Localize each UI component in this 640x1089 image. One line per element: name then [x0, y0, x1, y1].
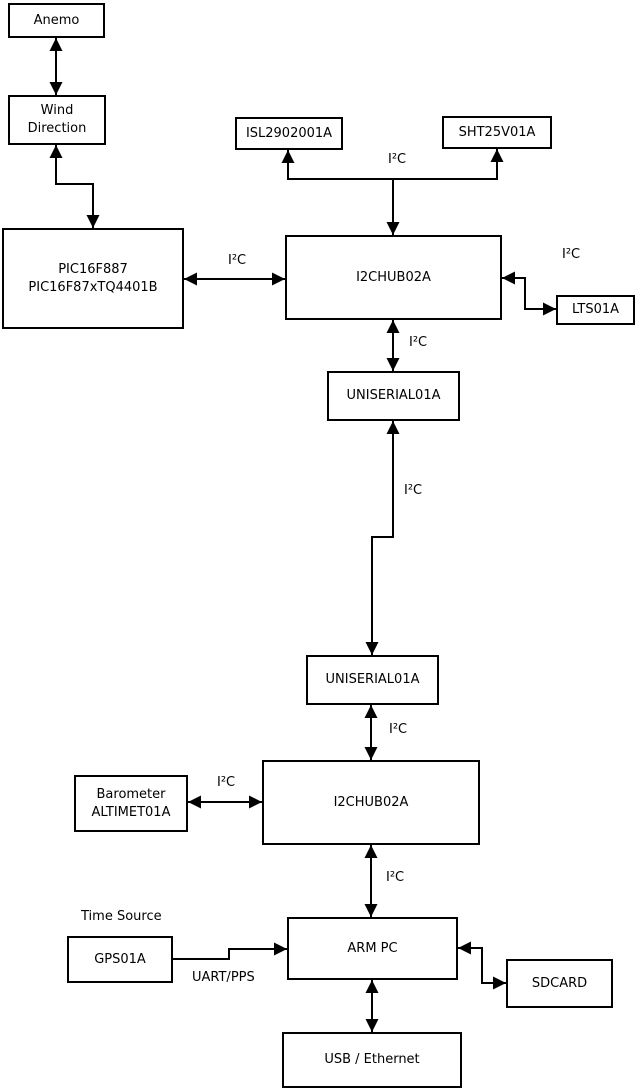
label-i2c-sensor-bus: I²C [388, 152, 407, 167]
node-sdcard-label: SDCARD [531, 975, 588, 991]
label-i2c-uniserial-link: I²C [404, 483, 423, 498]
node-pic-label: PIC16F87xTQ4401B [28, 279, 158, 295]
node-gps01a: GPS01A [67, 936, 173, 983]
node-sdcard: SDCARD [506, 959, 613, 1008]
node-lts01a-label: LTS01A [571, 302, 620, 317]
node-i2chub-2-label: I2CHUB02A [333, 794, 409, 810]
node-isl2902001a: ISL2902001A [235, 117, 343, 150]
edge-i2chub1-lts01a [502, 271, 556, 316]
edge-uniserial1-uniserial2 [365, 421, 400, 655]
label-time-source: Time Source [81, 909, 162, 924]
node-lts01a: LTS01A [556, 295, 635, 325]
node-anemo-label: Anemo [33, 12, 80, 28]
node-armpc: ARM PC [287, 917, 458, 980]
node-uniserial-1: UNISERIAL01A [327, 371, 460, 421]
label-i2c-hub2-armpc: I²C [386, 870, 405, 885]
node-pic-label: PIC16F887 [58, 261, 128, 277]
node-usb-ethernet: USB / Ethernet [282, 1032, 462, 1088]
label-uart-pps: UART/PPS [192, 970, 255, 985]
node-wind-direction-label: Wind [40, 103, 74, 118]
node-wind-direction-label: Direction [27, 121, 87, 136]
node-uniserial-1-label: UNISERIAL01A [346, 388, 441, 403]
edge-gps01a-armpc [173, 942, 287, 960]
label-i2c-pic-hub1: I²C [228, 253, 247, 268]
edges-group [49, 38, 556, 1032]
node-uniserial-2-label: UNISERIAL01A [325, 672, 420, 687]
node-gps01a-label: GPS01A [94, 951, 146, 967]
edge-armpc-sdcard [458, 941, 506, 990]
label-i2c-barometer-hub2: I²C [217, 775, 236, 790]
node-sht25v01a: SHT25V01A [442, 116, 552, 149]
edge-wind-direction-pic [49, 145, 100, 228]
label-i2c-hub1-uniserial1: I²C [409, 335, 428, 350]
node-i2chub-2: I2CHUB02A [262, 760, 480, 845]
node-sht25v01a-label: SHT25V01A [458, 124, 536, 140]
node-usb-ethernet-label: USB / Ethernet [324, 1052, 420, 1067]
node-barometer-label: Barometer [96, 786, 166, 802]
label-i2c-hub1-lts01a: I²C [562, 247, 581, 262]
node-barometer-label: ALTIMET01A [91, 804, 171, 820]
label-i2c-uniserial2-hub2: I²C [389, 722, 408, 737]
node-isl2902001a-label: ISL2902001A [245, 125, 333, 141]
node-i2chub-1: I2CHUB02A [285, 235, 502, 320]
node-anemo: Anemo [8, 3, 105, 38]
node-uniserial-2: UNISERIAL01A [306, 655, 439, 705]
node-i2chub-1-label: I2CHUB02A [356, 269, 431, 285]
node-armpc-label: ARM PC [347, 940, 398, 956]
